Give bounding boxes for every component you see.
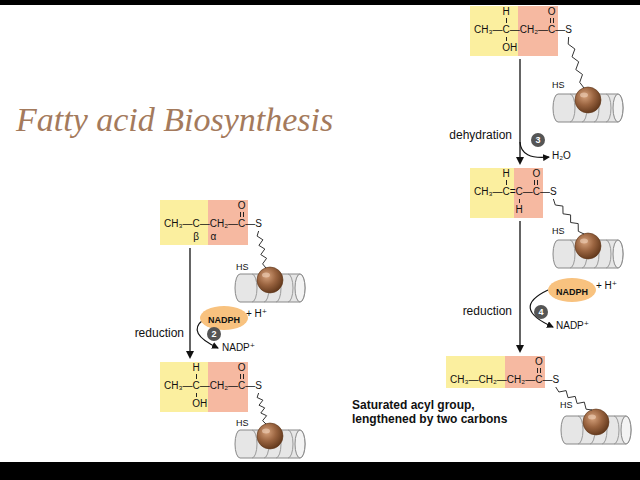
bond-line <box>506 37 507 41</box>
tether-line <box>257 231 267 268</box>
bond-line <box>243 374 244 379</box>
step-label: reduction <box>135 326 184 340</box>
cofactor-oval: NADPH <box>200 306 248 330</box>
formula: CH₃—C=C—C—S <box>474 186 557 198</box>
acyl-carrier-protein <box>553 87 623 122</box>
bond-line <box>240 212 241 217</box>
arrow-head <box>516 345 524 353</box>
thiol-label: HS <box>552 226 565 236</box>
molecule: CH₃—C—CH₂—C—S Oβα <box>160 200 266 245</box>
bond-line <box>537 368 538 373</box>
arrow-shaft <box>519 59 520 159</box>
substituent: H <box>193 362 200 374</box>
substituent: β <box>193 231 199 243</box>
molecule: CH₃—C—CH₂—C—S H OH O <box>470 6 576 56</box>
acyl-carrier-protein <box>561 409 631 444</box>
reaction-arrow <box>516 221 524 353</box>
bond-line <box>243 212 244 217</box>
oval-text: NADPH <box>208 315 240 325</box>
thiol-label: HS <box>236 262 249 272</box>
substituent: O <box>548 6 556 18</box>
thiol-label: HS <box>552 80 565 90</box>
tether-line <box>568 37 584 88</box>
substituent: O <box>533 168 541 180</box>
tether-line <box>556 387 592 410</box>
black-bar <box>0 462 640 480</box>
molecule: CH₃—C=C—C—S H H O <box>470 168 561 218</box>
reaction-arrow <box>186 248 194 359</box>
bond-line <box>534 180 535 185</box>
cofactor-oval: NADPH <box>548 278 596 302</box>
cofactor-product: NADP⁺ <box>556 320 589 332</box>
bond-line <box>519 199 520 203</box>
bond-line <box>550 18 551 23</box>
substituent: OH <box>192 398 207 410</box>
proton-label: + H⁺ <box>596 280 617 292</box>
cofactor-arrow <box>530 290 553 327</box>
substituent: H <box>516 204 523 216</box>
acyl-carrier-protein <box>235 423 305 458</box>
molecule: CH₃—C—CH₂—C—S H OH O <box>160 362 266 412</box>
acyl-carrier-protein <box>553 233 623 268</box>
formula: CH₃—C—CH₂—C—S <box>164 380 262 392</box>
reaction-arrow <box>516 59 524 165</box>
substituent: O <box>535 356 543 368</box>
thiol-label: HS <box>560 400 573 410</box>
formula: CH₃—C—CH₂—C—S <box>474 24 572 36</box>
substituent: H <box>503 6 510 18</box>
bond-line <box>506 18 507 23</box>
cofactor-product: NADP⁺ <box>222 342 255 354</box>
arrow-shaft <box>519 221 520 347</box>
arrow-head <box>186 351 194 359</box>
water-label: H₂O <box>552 150 571 162</box>
step-number: 4 <box>534 305 548 319</box>
step-number: 2 <box>207 327 221 341</box>
bond-line <box>537 180 538 185</box>
bond-line <box>196 374 197 379</box>
substituent: OH <box>502 42 517 54</box>
proton-label: + H⁺ <box>246 308 267 320</box>
bond-line <box>540 368 541 373</box>
substituent: α <box>210 231 216 243</box>
arrow-shaft <box>189 248 190 353</box>
substituent: O <box>238 200 246 212</box>
bond-line <box>553 18 554 23</box>
step-number: 3 <box>531 133 545 147</box>
tether-line <box>257 393 267 424</box>
bond-line <box>506 180 507 185</box>
bond-line <box>196 393 197 397</box>
step-label: dehydration <box>449 128 512 142</box>
arrow-head <box>516 157 524 165</box>
oval-text: NADPH <box>556 287 588 297</box>
formula: CH₃—CH₂—CH₂—C—S <box>450 374 559 386</box>
substituent: H <box>503 168 510 180</box>
title: Fatty acid Biosynthesis <box>16 100 333 140</box>
result-note: Saturated acyl group, lengthened by two … <box>352 398 524 426</box>
acyl-carrier-protein <box>235 267 305 302</box>
substituent: O <box>238 362 246 374</box>
black-bar <box>0 0 640 5</box>
bond-line <box>240 374 241 379</box>
molecule: CH₃—CH₂—CH₂—C—S O <box>446 356 564 388</box>
step-label: reduction <box>463 304 512 318</box>
formula: CH₃—C—CH₂—C—S <box>164 218 262 230</box>
thiol-label: HS <box>236 418 249 428</box>
